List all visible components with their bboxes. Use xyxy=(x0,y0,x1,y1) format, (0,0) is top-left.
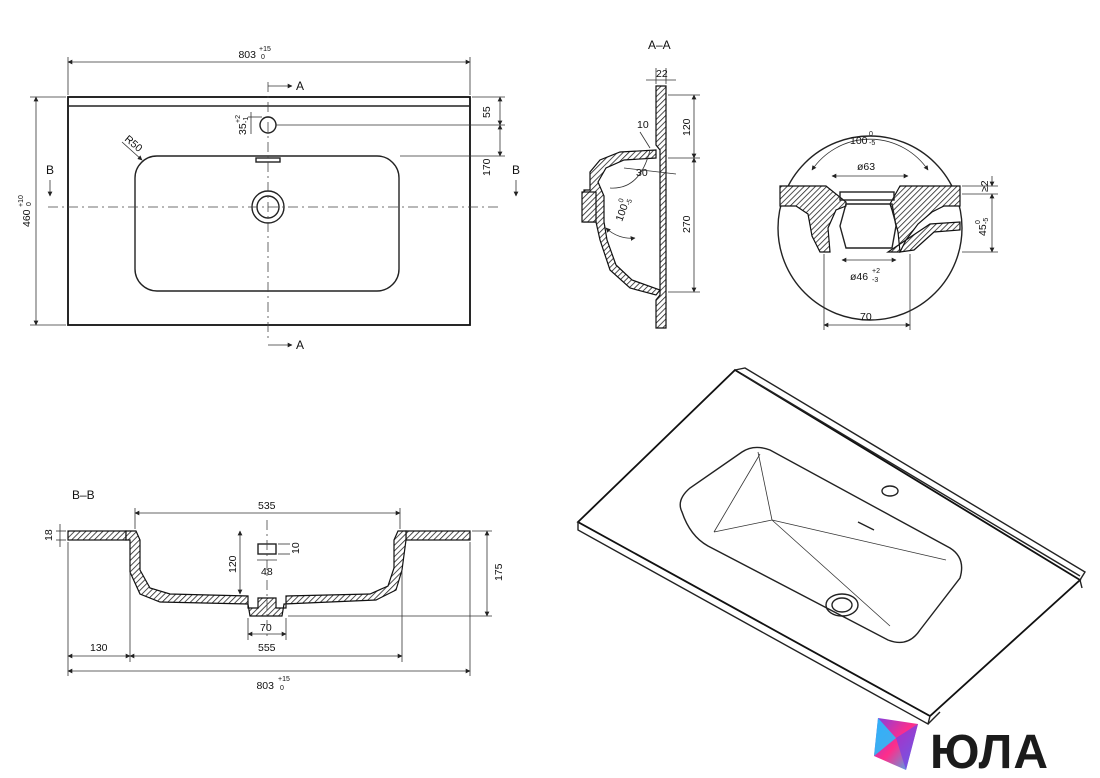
top-view: A A B B 803 +15 0 460 +10 0 35 +2 -1 xyxy=(18,46,520,352)
drain-insert xyxy=(839,203,897,249)
section-a-bottom-label: A xyxy=(296,338,304,352)
section-b-b: B–B 535 18 120 10 48 175 xyxy=(43,488,505,692)
detail-width: 70 xyxy=(860,311,872,323)
brand-logo: ЮЛА xyxy=(874,718,1049,778)
detail-right-bottom: 45 xyxy=(977,224,989,236)
detail-slab-right xyxy=(886,185,961,253)
detail-angle-tol-up: 0 xyxy=(869,131,873,138)
tap-offset-dim: 35 xyxy=(237,123,249,135)
bb-dim-803-tol-low: 0 xyxy=(280,685,284,692)
right-dim-55: 55 xyxy=(481,106,493,118)
detail-right-tol-up: 0 xyxy=(975,220,982,224)
bb-dim-535: 535 xyxy=(258,500,276,512)
tap-tol-low: -1 xyxy=(243,117,250,123)
section-a-a: A–A 22 120 270 10 30 100 0 -5 xyxy=(581,38,700,329)
height-dim: 460 xyxy=(21,209,33,227)
bb-bowl-shell xyxy=(125,530,407,617)
iso-drain-outer xyxy=(825,593,859,617)
bb-dim-803: 803 xyxy=(256,680,274,692)
width-tol-up: +15 xyxy=(259,46,271,53)
aa-angle-tol-low: -5 xyxy=(625,198,634,206)
detail-slab-tail xyxy=(898,221,961,253)
bb-dim-555: 555 xyxy=(258,642,276,654)
basin-wall xyxy=(583,149,661,296)
detail-angle: 100 xyxy=(850,135,868,147)
bb-dim-18: 18 xyxy=(43,529,55,541)
width-tol-low: 0 xyxy=(261,54,265,61)
bb-dim-10: 10 xyxy=(290,542,302,554)
detail-dia-tol-up: +2 xyxy=(872,268,880,275)
width-dim: 803 xyxy=(238,49,256,61)
detail-dia-bottom: ø46 xyxy=(850,271,868,283)
section-bb-title: B–B xyxy=(72,488,95,502)
drain-fitting xyxy=(581,191,597,223)
height-tol-up: +10 xyxy=(18,195,25,207)
section-b-left-label: B xyxy=(46,163,54,177)
iso-drain-inner xyxy=(831,597,853,613)
tap-tol-up: +2 xyxy=(235,115,242,123)
countertop-outline xyxy=(67,96,471,326)
aa-angle: 100 xyxy=(614,202,631,223)
thickness-dim: 22 xyxy=(656,68,668,80)
drain-flange xyxy=(839,191,895,201)
section-aa-title: A–A xyxy=(648,38,671,52)
aa-dim-10: 10 xyxy=(637,119,649,131)
right-dim-170: 170 xyxy=(481,158,493,176)
detail-angle-tol-low: -5 xyxy=(869,140,875,147)
bb-dim-175: 175 xyxy=(493,563,505,581)
drain-detail: 100 0 -5 ø63 ø46 +2 -3 70 ≥2 45 0 -5 xyxy=(777,131,998,330)
bb-dim-120: 120 xyxy=(227,555,239,573)
detail-right-top: ≥2 xyxy=(979,180,991,192)
iso-tap-hole xyxy=(881,485,899,497)
detail-right-tol-low: -5 xyxy=(983,218,990,224)
iso-top-surface xyxy=(576,368,1082,718)
aa-dim-120: 120 xyxy=(681,118,693,136)
bb-dim-70: 70 xyxy=(260,622,272,634)
detail-circle xyxy=(777,135,963,321)
aa-dim-270: 270 xyxy=(681,215,693,233)
bb-slab-left xyxy=(67,530,127,541)
bb-dim-48: 48 xyxy=(261,566,273,578)
aa-dim-30: 30 xyxy=(636,167,648,179)
section-a-top-label: A xyxy=(296,79,304,93)
radius-label: R50 xyxy=(122,133,145,155)
aa-angle-tol-up: 0 xyxy=(618,198,626,204)
detail-slab-left xyxy=(779,185,847,253)
logo-text: ЮЛА xyxy=(930,726,1049,778)
iso-bowl-rim xyxy=(679,446,963,644)
bb-slab-right xyxy=(405,530,471,541)
bowl-outline xyxy=(134,155,400,292)
detail-dia-tol-low: -3 xyxy=(872,277,878,284)
section-b-right-label: B xyxy=(512,163,520,177)
detail-dia-top: ø63 xyxy=(857,161,875,173)
bb-dim-130: 130 xyxy=(90,642,108,654)
back-wall xyxy=(655,85,667,329)
bb-dim-803-tol-up: +15 xyxy=(278,676,290,683)
overflow-slot xyxy=(255,157,281,163)
height-tol-low: 0 xyxy=(26,202,33,206)
isometric-view xyxy=(576,367,1086,726)
